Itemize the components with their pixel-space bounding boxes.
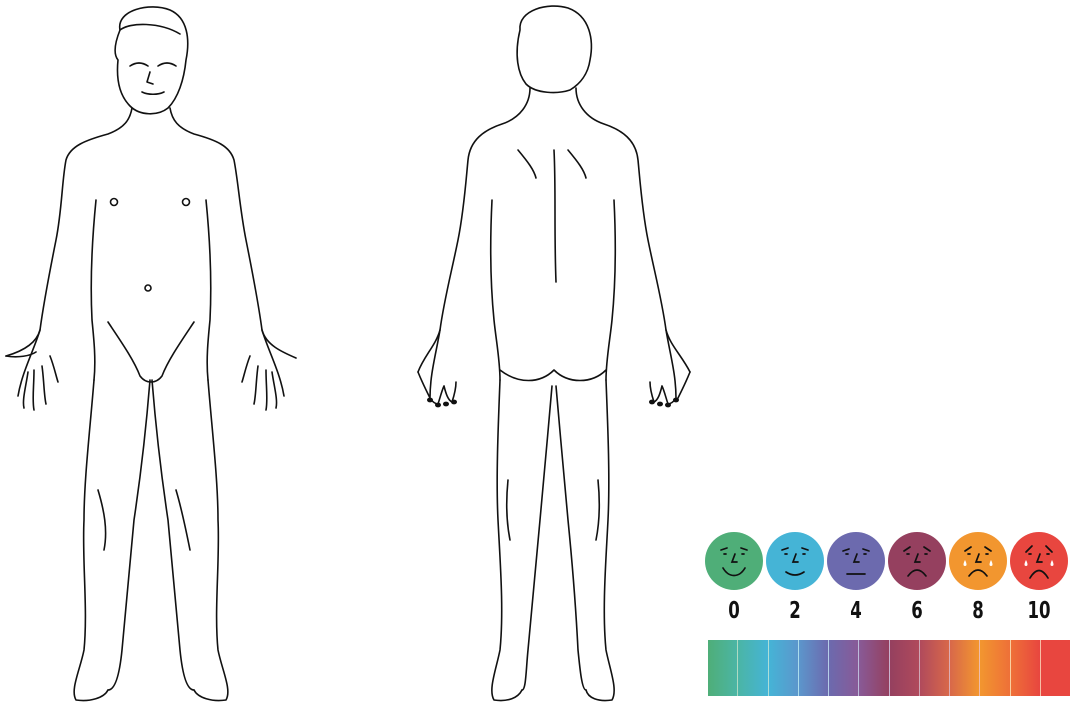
pain-gradient-segment <box>1041 640 1070 696</box>
pain-level-label: 4 <box>835 598 877 624</box>
pain-level-label: 0 <box>713 598 755 624</box>
pain-face-0-icon <box>705 532 763 590</box>
pain-face-8-icon <box>949 532 1007 590</box>
pain-gradient-segment <box>920 640 950 696</box>
pain-face-2-icon <box>766 532 824 590</box>
pain-face-10-icon <box>1010 532 1068 590</box>
pain-level-label: 10 <box>1018 598 1060 624</box>
pain-gradient-segment <box>799 640 829 696</box>
pain-gradient-segment <box>980 640 1010 696</box>
pain-gradient-segment <box>829 640 859 696</box>
pain-gradient-segment <box>1011 640 1041 696</box>
pain-face-4-icon <box>827 532 885 590</box>
pain-gradient-bar <box>708 640 1070 696</box>
pain-gradient-segment <box>738 640 768 696</box>
pain-level-label: 6 <box>896 598 938 624</box>
pain-gradient-segment <box>708 640 738 696</box>
pain-face-6-icon <box>888 532 946 590</box>
pain-gradient-segment <box>859 640 889 696</box>
front-body-figure <box>0 0 300 704</box>
pain-gradient-segment <box>769 640 799 696</box>
pain-gradient-segment <box>890 640 920 696</box>
pain-faces-row <box>705 530 1070 592</box>
pain-scale: 0 2 4 6 8 10 <box>705 530 1070 704</box>
pain-gradient-segment <box>950 640 980 696</box>
back-body-figure <box>408 0 703 704</box>
pain-level-labels: 0 2 4 6 8 10 <box>705 598 1070 628</box>
pain-level-label: 8 <box>957 598 999 624</box>
pain-level-label: 2 <box>774 598 816 624</box>
